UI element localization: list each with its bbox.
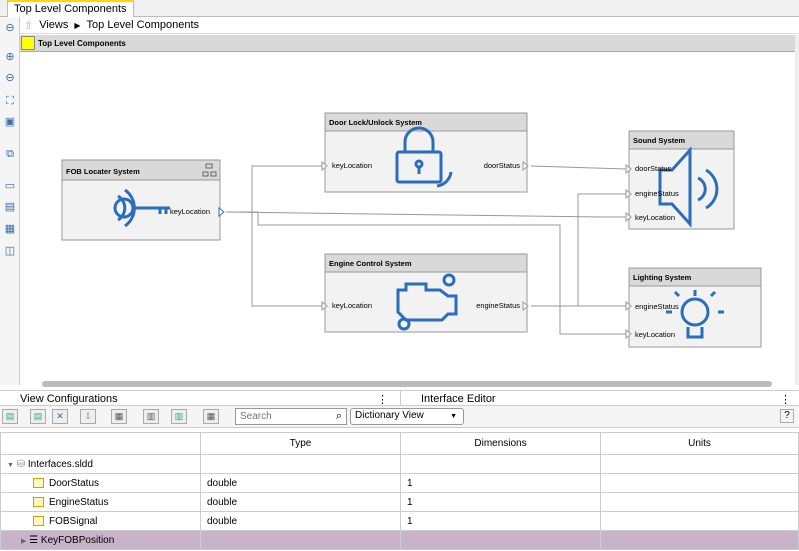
component-sound[interactable]: Sound System doorStatus engineStatus key… bbox=[625, 130, 735, 230]
connection-line bbox=[226, 211, 626, 335]
component-door-lock[interactable]: Door Lock/Unlock System keyLocation door… bbox=[321, 112, 529, 193]
dictionary-icon: ⛁ bbox=[16, 458, 26, 470]
lightbulb-icon bbox=[666, 290, 724, 339]
column-header-dimensions[interactable]: Dimensions bbox=[400, 432, 601, 455]
port-keylocation: keyLocation bbox=[170, 207, 210, 216]
interface-table: Type Dimensions Units ▼ ⛁ Interfaces.sld… bbox=[0, 432, 799, 550]
help-icon[interactable]: ? bbox=[780, 409, 794, 423]
breadcrumb: ⇧ Views ▶ Top Level Components bbox=[20, 17, 799, 34]
dictionary-icon[interactable]: ▥ bbox=[143, 409, 159, 424]
header-swatch bbox=[21, 36, 35, 50]
column-header-units[interactable]: Units bbox=[600, 432, 799, 455]
property-icon[interactable]: ▤ bbox=[4, 201, 16, 213]
collapse-icon: ▼ bbox=[7, 461, 14, 469]
diagram-header: Top Level Components bbox=[20, 35, 795, 52]
horizontal-scrollbar[interactable] bbox=[42, 381, 772, 387]
connection-line bbox=[225, 211, 626, 218]
key-fob-icon bbox=[113, 188, 170, 228]
interface-icon bbox=[33, 496, 44, 507]
panel-interface-editor[interactable]: Interface Editor ⋮ bbox=[400, 390, 799, 406]
component-title: Lighting System bbox=[633, 273, 692, 282]
expand-icon: ▶ bbox=[21, 537, 27, 545]
tab-bar bbox=[0, 0, 799, 17]
column-header-name[interactable] bbox=[0, 432, 201, 455]
breadcrumb-views[interactable]: Views bbox=[39, 19, 69, 31]
table-row-selected[interactable]: ▶ ☰ KeyFOBPosition bbox=[0, 530, 799, 550]
zoom-box-icon[interactable]: ▣ bbox=[4, 116, 16, 128]
port-keylocation: keyLocation bbox=[635, 330, 675, 339]
port-doorstatus: doorStatus bbox=[635, 164, 672, 173]
connection-line bbox=[530, 165, 627, 170]
port-enginestatus: engineStatus bbox=[635, 189, 679, 198]
interface-icon bbox=[33, 477, 44, 488]
port-keylocation: keyLocation bbox=[635, 213, 675, 222]
connection-line bbox=[251, 212, 322, 307]
port-keylocation: keyLocation bbox=[332, 161, 372, 170]
component-fob-locater[interactable]: FOB Locater System keyLocation bbox=[61, 159, 225, 241]
connection-line bbox=[531, 193, 626, 307]
breadcrumb-current: Top Level Components bbox=[86, 19, 200, 31]
zoom-in-icon[interactable]: ⊕ bbox=[5, 51, 15, 63]
component-lighting[interactable]: Lighting System engineStatus keyLocation bbox=[625, 267, 762, 348]
up-arrow-icon[interactable]: ⇧ bbox=[24, 19, 34, 32]
table-header: Type Dimensions Units bbox=[0, 432, 799, 455]
table-row-root[interactable]: ▼ ⛁ Interfaces.sldd bbox=[0, 454, 799, 474]
panel-title: Interface Editor bbox=[421, 393, 496, 405]
search-input[interactable] bbox=[236, 409, 330, 424]
more-options-icon[interactable]: ⋮ bbox=[780, 394, 791, 406]
port-enginestatus: engineStatus bbox=[635, 302, 679, 311]
save-icon[interactable]: ▦ bbox=[111, 409, 127, 424]
left-toolbar: ⊖ ⊕ ⊖ ⛶ ▣ ⧉ ▭ ▤ ▦ ◫ bbox=[0, 17, 20, 385]
delete-icon[interactable]: ✕ bbox=[52, 409, 68, 424]
add-interface-icon[interactable]: ▤ bbox=[2, 409, 18, 424]
zoom-out-icon[interactable]: ⊖ bbox=[5, 72, 15, 84]
fit-view-icon[interactable]: ⛶ bbox=[6, 95, 14, 107]
search-box: ⌕ bbox=[235, 408, 347, 425]
vertical-scrollbar[interactable] bbox=[795, 35, 799, 385]
back-icon[interactable]: ⊖ bbox=[5, 22, 15, 34]
component-title: Engine Control System bbox=[329, 259, 412, 268]
filter-icon[interactable]: ▥ bbox=[171, 409, 187, 424]
panel-view-configurations[interactable]: View Configurations ⋮ bbox=[0, 390, 400, 406]
view-icon[interactable]: ▦ bbox=[203, 409, 219, 424]
row-name: Interfaces.sldd bbox=[27, 458, 93, 470]
architecture-icon bbox=[202, 163, 217, 177]
component-title: FOB Locater System bbox=[66, 167, 140, 176]
interface-toolbar: ▤ ▤ ✕ ⇩ ▦ ▥ ▥ ▦ ⌕ Dictionary View▼ ? bbox=[0, 406, 799, 428]
interface-icon bbox=[33, 515, 44, 526]
add-element-icon[interactable]: ▤ bbox=[30, 409, 46, 424]
panel-icon[interactable]: ▭ bbox=[4, 180, 16, 192]
breadcrumb-arrow-icon: ▶ bbox=[74, 20, 81, 30]
connection-line bbox=[226, 165, 322, 213]
diagram-icon[interactable]: ◫ bbox=[4, 245, 16, 257]
chevron-down-icon: ▼ bbox=[450, 413, 457, 420]
connections bbox=[225, 165, 627, 335]
view-select[interactable]: Dictionary View▼ bbox=[350, 408, 464, 425]
component-engine-control[interactable]: Engine Control System keyLocation engine… bbox=[321, 253, 529, 333]
lock-icon bbox=[395, 126, 453, 188]
panel-title: View Configurations bbox=[20, 393, 118, 405]
import-icon[interactable]: ⇩ bbox=[80, 409, 96, 424]
diagram-canvas: FOB Locater System keyLocation Door Lock… bbox=[61, 112, 762, 348]
engine-icon bbox=[396, 273, 458, 331]
column-header-type[interactable]: Type bbox=[200, 432, 401, 455]
tab-top-level-components[interactable]: Top Level Components bbox=[7, 0, 134, 17]
port-doorstatus: doorStatus bbox=[484, 161, 521, 170]
arrange-icon[interactable]: ⧉ bbox=[6, 148, 14, 160]
speaker-icon bbox=[658, 146, 719, 228]
search-icon: ⌕ bbox=[335, 410, 343, 422]
component-title: Sound System bbox=[633, 136, 685, 145]
view-icon[interactable]: ▦ bbox=[4, 223, 16, 235]
bus-icon: ☰ bbox=[29, 534, 39, 546]
component-title: Door Lock/Unlock System bbox=[329, 118, 422, 127]
port-keylocation: keyLocation bbox=[332, 301, 372, 310]
more-options-icon[interactable]: ⋮ bbox=[377, 394, 388, 406]
port-enginestatus: engineStatus bbox=[476, 301, 520, 310]
diagram-title: Top Level Components bbox=[38, 38, 126, 48]
